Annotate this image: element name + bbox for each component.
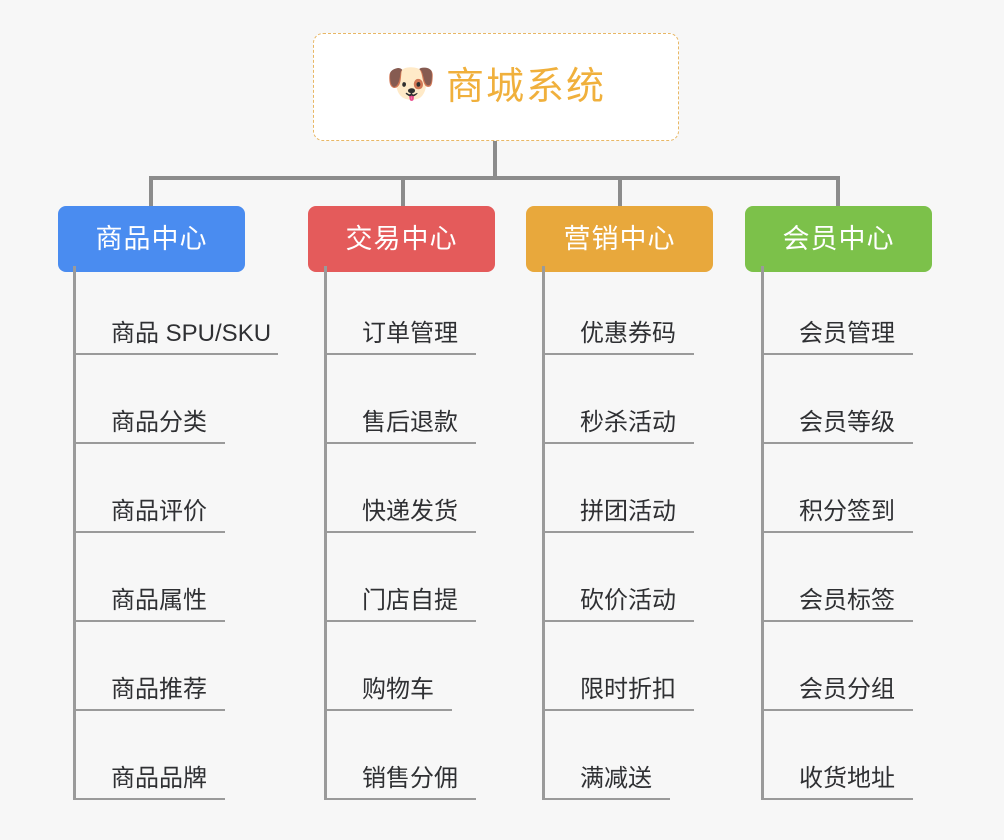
branch-drop-line-product-center: [149, 176, 153, 206]
root-node[interactable]: 🐶 商城系统: [313, 33, 679, 141]
leaf-underline: [761, 620, 913, 622]
leaf-label: 订单管理: [362, 320, 458, 347]
category-header-product-center[interactable]: 商品中心: [58, 206, 245, 272]
category-header-label: 营销中心: [563, 223, 676, 254]
leaf-label: 商品分类: [111, 409, 207, 436]
leaf-underline: [761, 353, 913, 355]
leaf-item[interactable]: 会员管理: [761, 266, 913, 355]
branch-spine-marketing-center: [542, 266, 545, 800]
branch-drop-line-member-center: [836, 176, 840, 206]
leaf-label: 会员管理: [799, 320, 895, 347]
leaf-underline: [542, 442, 694, 444]
leaf-underline: [324, 798, 476, 800]
leaf-item[interactable]: 售后退款: [324, 355, 476, 444]
leaf-item[interactable]: 商品属性: [73, 533, 225, 622]
distribution-bar-line: [149, 176, 840, 180]
leaf-label: 购物车: [362, 676, 434, 703]
root-stem-line: [493, 141, 497, 180]
leaf-label: 快递发货: [362, 498, 458, 525]
leaf-item[interactable]: 优惠券码: [542, 266, 694, 355]
leaf-label: 优惠券码: [580, 320, 676, 347]
leaf-item[interactable]: 拼团活动: [542, 444, 694, 533]
leaf-item[interactable]: 秒杀活动: [542, 355, 694, 444]
leaf-item[interactable]: 门店自提: [324, 533, 476, 622]
leaf-underline: [324, 620, 476, 622]
leaf-item[interactable]: 商品 SPU/SKU: [73, 266, 278, 355]
branch-spine-member-center: [761, 266, 764, 800]
leaf-label: 销售分佣: [362, 765, 458, 792]
leaf-underline: [324, 442, 476, 444]
leaf-label: 商品 SPU/SKU: [111, 320, 272, 347]
leaf-item[interactable]: 满减送: [542, 711, 670, 800]
category-header-label: 会员中心: [782, 223, 895, 254]
leaf-label: 限时折扣: [580, 676, 676, 703]
leaf-item[interactable]: 会员标签: [761, 533, 913, 622]
leaf-item[interactable]: 商品品牌: [73, 711, 225, 800]
leaf-label: 门店自提: [362, 587, 458, 614]
leaf-item[interactable]: 订单管理: [324, 266, 476, 355]
leaf-label: 会员等级: [799, 409, 895, 436]
leaf-underline: [73, 620, 225, 622]
leaf-item[interactable]: 砍价活动: [542, 533, 694, 622]
leaf-label: 砍价活动: [580, 587, 676, 614]
leaf-underline: [761, 709, 913, 711]
dog-face-icon: 🐶: [385, 62, 436, 106]
branch-spine-product-center: [73, 266, 76, 800]
leaf-item[interactable]: 商品推荐: [73, 622, 225, 711]
leaf-underline: [542, 353, 694, 355]
leaf-label: 售后退款: [362, 409, 458, 436]
leaf-underline: [542, 531, 694, 533]
leaf-item[interactable]: 会员分组: [761, 622, 913, 711]
leaf-label: 会员分组: [799, 676, 895, 703]
leaf-item[interactable]: 销售分佣: [324, 711, 476, 800]
branch-spine-trade-center: [324, 266, 327, 800]
leaf-label: 秒杀活动: [580, 409, 676, 436]
leaf-item[interactable]: 商品评价: [73, 444, 225, 533]
leaf-item[interactable]: 积分签到: [761, 444, 913, 533]
category-header-label: 商品中心: [95, 223, 208, 254]
leaf-underline: [324, 709, 452, 711]
leaf-label: 满减送: [580, 765, 652, 792]
leaf-item[interactable]: 收货地址: [761, 711, 913, 800]
leaf-item[interactable]: 快递发货: [324, 444, 476, 533]
leaf-underline: [542, 798, 670, 800]
leaf-underline: [73, 353, 278, 355]
leaf-underline: [73, 442, 225, 444]
branch-drop-line-marketing-center: [618, 176, 622, 206]
leaf-item[interactable]: 限时折扣: [542, 622, 694, 711]
leaf-item[interactable]: 商品分类: [73, 355, 225, 444]
branch-drop-line-trade-center: [401, 176, 405, 206]
leaf-underline: [542, 620, 694, 622]
leaf-underline: [542, 709, 694, 711]
leaf-underline: [73, 798, 225, 800]
leaf-label: 商品属性: [111, 587, 207, 614]
leaf-underline: [73, 531, 225, 533]
root-title: 商城系统: [445, 66, 606, 108]
leaf-label: 商品推荐: [111, 676, 207, 703]
leaf-label: 商品品牌: [111, 765, 207, 792]
leaf-label: 拼团活动: [580, 498, 676, 525]
category-header-label: 交易中心: [345, 223, 458, 254]
leaf-underline: [761, 531, 913, 533]
leaf-item[interactable]: 购物车: [324, 622, 452, 711]
category-header-trade-center[interactable]: 交易中心: [308, 206, 495, 272]
leaf-underline: [761, 442, 913, 444]
leaf-label: 收货地址: [799, 765, 895, 792]
leaf-underline: [73, 709, 225, 711]
leaf-underline: [761, 798, 913, 800]
leaf-underline: [324, 353, 476, 355]
category-header-member-center[interactable]: 会员中心: [745, 206, 932, 272]
leaf-label: 会员标签: [799, 587, 895, 614]
leaf-label: 积分签到: [799, 498, 895, 525]
leaf-item[interactable]: 会员等级: [761, 355, 913, 444]
leaf-underline: [324, 531, 476, 533]
category-header-marketing-center[interactable]: 营销中心: [526, 206, 713, 272]
leaf-label: 商品评价: [111, 498, 207, 525]
